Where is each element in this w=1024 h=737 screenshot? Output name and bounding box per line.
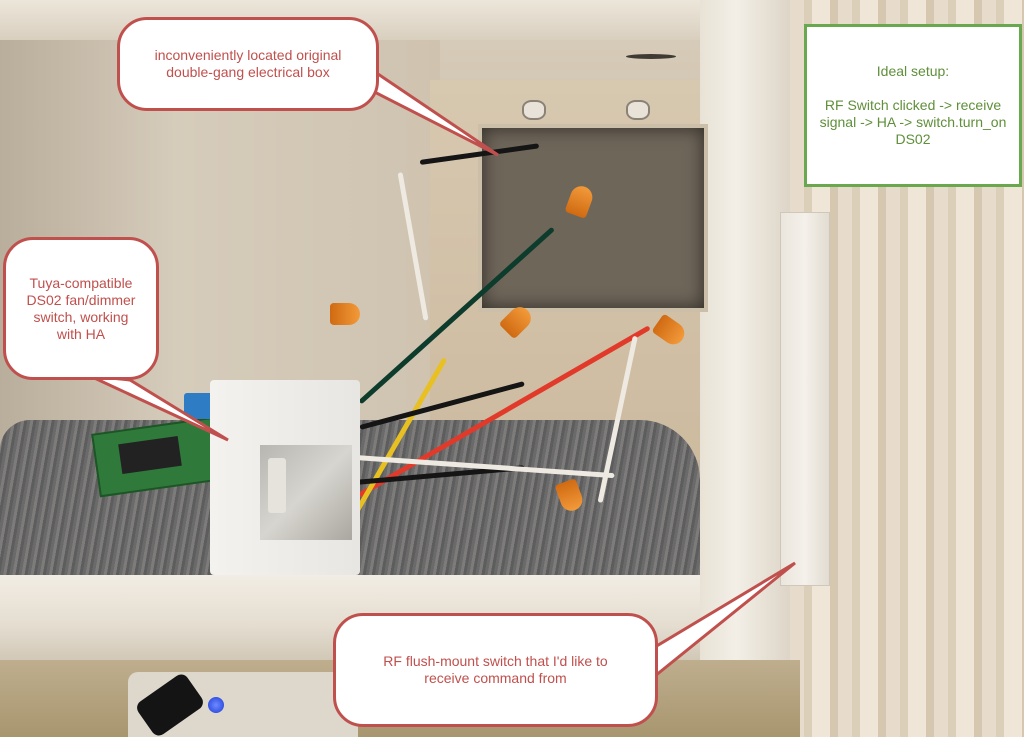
cabinet-side-panel [700, 0, 790, 680]
callout-electrical-box: inconveniently located original double-g… [117, 17, 379, 111]
ideal-setup-box: Ideal setup: RF Switch clicked -> receiv… [804, 24, 1022, 187]
box-screw [626, 100, 650, 120]
ideal-setup-body: RF Switch clicked -> receive signal -> H… [819, 97, 1007, 147]
callout-rf-switch: RF flush-mount switch that I'd like to r… [333, 613, 658, 727]
callout-rf-switch-text: RF flush-mount switch that I'd like to r… [383, 653, 608, 686]
dimmer-label-sticker [268, 458, 286, 513]
power-led-indicator [208, 697, 224, 713]
wire-nut [330, 303, 360, 325]
rf-switch-pointer [648, 561, 796, 684]
callout-electrical-box-text: inconveniently located original double-g… [154, 47, 342, 80]
box-screw [522, 100, 546, 120]
rf-flush-mount-switch [780, 212, 830, 586]
callout-dimmer: Tuya-compatible DS02 fan/dimmer switch, … [3, 237, 159, 380]
electrical-box [478, 124, 708, 312]
ideal-setup-title: Ideal setup: [876, 63, 950, 79]
ceiling-light-slot [626, 54, 676, 59]
callout-dimmer-text: Tuya-compatible DS02 fan/dimmer switch, … [26, 274, 136, 342]
dimmer-pointer [89, 374, 229, 442]
